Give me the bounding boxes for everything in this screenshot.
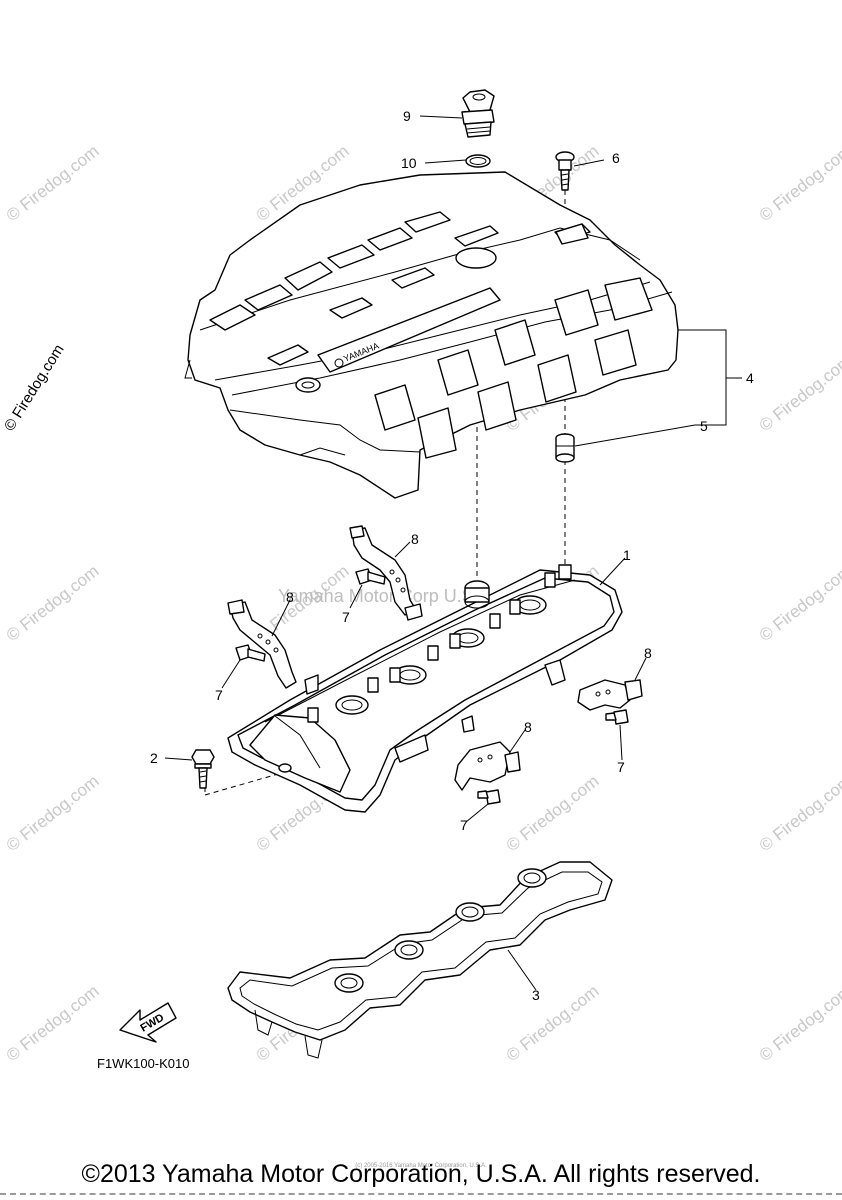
forward-arrow-icon: FWD	[119, 1002, 177, 1043]
callout-8: 8	[524, 719, 532, 735]
watermark: © Firedog.com	[756, 351, 842, 435]
callout-10: 10	[401, 155, 417, 171]
watermark: © Firedog.com	[3, 561, 103, 645]
watermark: © Firedog.com	[503, 771, 603, 855]
watermark: © Firedog.com	[756, 561, 842, 645]
cover-screw	[555, 151, 575, 191]
bracket-upper	[349, 525, 423, 621]
bracket-lower	[454, 741, 521, 791]
callout-7: 7	[617, 759, 625, 775]
watermark: © Firedog.com	[3, 141, 103, 225]
head-cover-gasket	[227, 861, 613, 1059]
watermark: © Firedog.com	[1, 341, 68, 434]
callout-7: 7	[460, 817, 468, 833]
callout-5: 5	[700, 418, 708, 434]
callout-6: 6	[612, 150, 620, 166]
flange-bolt	[191, 749, 215, 789]
part-code: F1WK100-K010	[97, 1056, 190, 1071]
callout-8: 8	[411, 531, 419, 547]
bracket-right	[577, 679, 643, 711]
callout-2: 2	[150, 750, 158, 766]
callout-8: 8	[644, 645, 652, 661]
engine-cover: YAMAHA	[184, 171, 679, 499]
oil-filler-cap	[461, 89, 495, 138]
fine-print: (c) 2005-2016 Yamaha Motor Corporation, …	[355, 1163, 487, 1169]
watermark: © Firedog.com	[3, 771, 103, 855]
callout-3: 3	[532, 987, 540, 1003]
watermark: © Firedog.com	[3, 981, 103, 1065]
callout-1: 1	[623, 547, 631, 563]
o-ring	[465, 154, 491, 168]
bracket-left	[227, 599, 297, 689]
watermark: © Firedog.com	[756, 981, 842, 1065]
callout-4: 4	[746, 370, 754, 386]
watermark: © Firedog.com	[756, 771, 842, 855]
callout-7: 7	[215, 687, 223, 703]
bracket-bolts	[235, 568, 629, 805]
watermark: © Firedog.com	[756, 141, 842, 225]
grommet	[555, 433, 575, 463]
leader-lines	[164, 115, 742, 991]
footer-divider	[0, 1193, 842, 1199]
cylinder-head-cover	[227, 564, 623, 813]
center-watermark: Yamaha Motor Corp U.S.A.	[278, 586, 496, 606]
callout-numbers: 9 10 6 4 5 1 8 8 8 8 7 7 7 7 2 3	[150, 108, 754, 1003]
watermark: © Firedog.com	[503, 981, 603, 1065]
callout-9: 9	[403, 108, 411, 124]
copyright-footer: ©2013 Yamaha Motor Corporation, U.S.A. A…	[81, 1160, 761, 1188]
callout-7: 7	[342, 609, 350, 625]
callout-8: 8	[286, 589, 294, 605]
